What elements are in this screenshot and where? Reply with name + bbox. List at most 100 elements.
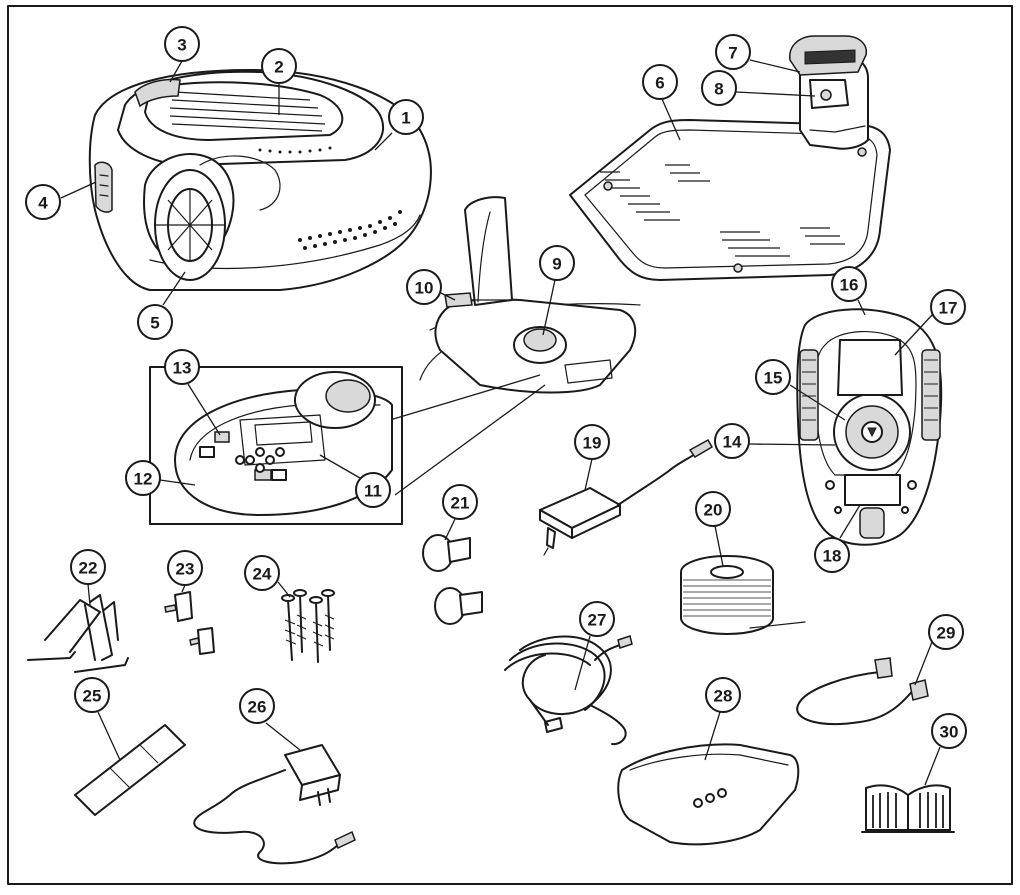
callout-circle [74, 677, 110, 713]
callout-19: 19 [574, 424, 610, 491]
callout-circle [755, 359, 791, 395]
callout-6: 6 [642, 64, 681, 141]
callout-circle [642, 64, 678, 100]
callout-circle [125, 460, 161, 496]
callout-number: 17 [939, 299, 958, 318]
display-hatch-illustration [419, 196, 641, 394]
callout-leader-line [440, 292, 456, 301]
callout-circle [814, 537, 850, 573]
callout-circle [930, 289, 966, 325]
callout-8: 8 [701, 70, 816, 106]
callout-26: 26 [239, 688, 301, 751]
callout-3: 3 [164, 26, 200, 83]
callout-number: 22 [79, 559, 98, 578]
callout-leader-line [749, 59, 801, 73]
callout-circle [388, 99, 424, 135]
callout-leader-line [542, 279, 556, 336]
callout-number: 20 [704, 501, 723, 520]
callout-leader-line [181, 584, 186, 593]
callout-leader-line [661, 98, 681, 141]
callout-circle [928, 614, 964, 650]
callout-leader-line [924, 746, 941, 786]
callout-number: 25 [83, 687, 102, 706]
callout-circle [705, 677, 741, 713]
power-supply-illustration [539, 438, 714, 556]
callout-number: 4 [38, 194, 48, 213]
callout-15: 15 [755, 359, 846, 421]
callout-number: 14 [723, 433, 742, 452]
callout-10: 10 [406, 269, 456, 305]
callout-circle [25, 184, 61, 220]
callout-leader-line [584, 458, 593, 491]
callout-circle [701, 70, 737, 106]
callout-number: 7 [728, 44, 737, 63]
callout-circle [715, 34, 751, 70]
callout-circle [164, 26, 200, 62]
callout-16: 16 [831, 266, 867, 316]
callout-number: 30 [940, 723, 959, 742]
callout-circle [244, 555, 280, 591]
callout-number: 12 [134, 470, 153, 489]
robotic-mower-illustration [88, 69, 432, 291]
callout-leader-line [704, 711, 721, 761]
callout-number: 5 [150, 314, 159, 333]
callout-number: 6 [655, 74, 664, 93]
callout-number: 21 [451, 494, 470, 513]
callout-circle [261, 48, 297, 84]
callout-25: 25 [74, 677, 121, 761]
callout-number: 3 [177, 36, 186, 55]
callout-24: 24 [244, 555, 291, 598]
callout-27: 27 [574, 601, 615, 691]
callout-circle [406, 269, 442, 305]
callout-2: 2 [261, 48, 297, 115]
callout-leader-line [60, 181, 97, 199]
callout-number: 9 [552, 255, 561, 274]
callout-number: 18 [823, 547, 842, 566]
callout-leader-line [187, 383, 221, 436]
callout-number: 28 [714, 687, 733, 706]
callout-leader-line [857, 299, 866, 316]
callout-circle [355, 472, 391, 508]
callout-circle [442, 484, 478, 520]
callout-circle [574, 424, 610, 460]
callout-leader-line [735, 91, 816, 97]
callout-number: 8 [714, 80, 723, 99]
callout-circle [239, 688, 275, 724]
callout-circle [539, 245, 575, 281]
callout-17: 17 [894, 289, 966, 356]
diagram-frame [7, 5, 1013, 885]
callout-leader-line [277, 581, 291, 598]
connectors-illustration [422, 534, 483, 625]
callout-30: 30 [924, 713, 967, 786]
callout-22: 22 [70, 549, 106, 606]
callout-leader-line [714, 525, 724, 567]
callout-14: 14 [714, 423, 836, 459]
callout-number: 24 [253, 565, 272, 584]
boundary-wire-spool-illustration [680, 555, 806, 635]
callout-29: 29 [914, 614, 964, 686]
screws-illustration [281, 589, 335, 663]
callout-circle [137, 304, 173, 340]
callout-circle [579, 601, 615, 637]
callout-leader-line [839, 504, 861, 539]
gateway-illustration [617, 743, 800, 846]
pegs-illustration [27, 594, 129, 673]
callout-leader-line [87, 583, 91, 606]
callout-20: 20 [695, 491, 731, 567]
low-voltage-cable-illustration [504, 635, 633, 746]
callout-leader-line [574, 635, 591, 691]
callout-leader-line [748, 443, 836, 446]
callout-number: 15 [764, 369, 783, 388]
callout-circle [695, 491, 731, 527]
callout-number: 19 [583, 434, 602, 453]
callout-leader-line [914, 641, 933, 686]
callout-23: 23 [167, 550, 203, 593]
callout-number: 2 [274, 58, 283, 77]
callout-number: 1 [401, 109, 410, 128]
callout-7: 7 [715, 34, 801, 73]
mower-underside-illustration [796, 308, 943, 546]
callout-circle [931, 713, 967, 749]
callout-1: 1 [374, 99, 424, 151]
callout-4: 4 [25, 181, 97, 220]
